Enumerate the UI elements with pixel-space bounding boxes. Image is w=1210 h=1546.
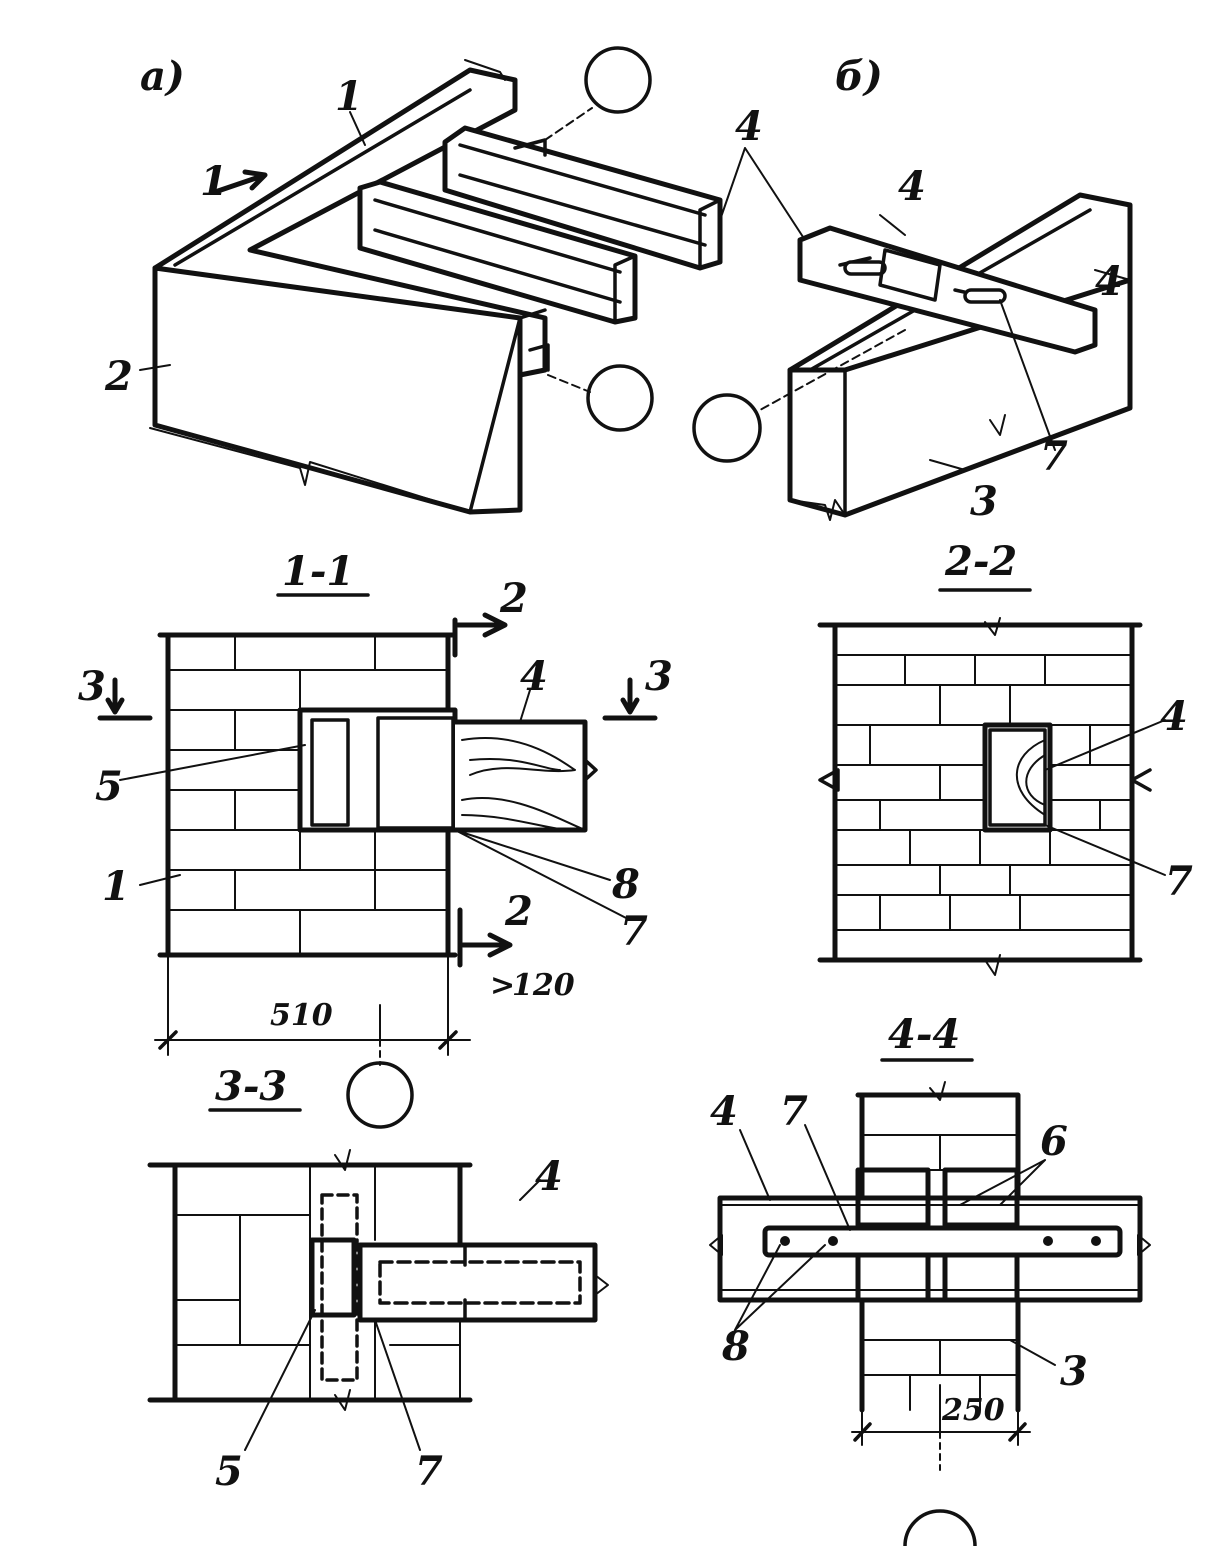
steel-channel (357, 1242, 598, 1323)
panel-label-a: а) (140, 53, 185, 100)
callout-8: 8 (721, 1323, 750, 1370)
cut-label-3: 3 (78, 663, 106, 710)
detail-circle (586, 364, 654, 432)
callout-7: 7 (780, 1088, 808, 1135)
dim-120: 120 (512, 968, 575, 1003)
cut-marker-3-left (97, 677, 153, 721)
callout-4: 4 (1095, 258, 1123, 305)
callout-4: 4 (898, 163, 926, 210)
section-2-2: 2-2 4 7 (817, 538, 1193, 976)
callout-4: 4 (1160, 693, 1188, 740)
section-title-2-2: 2-2 (944, 538, 1017, 585)
bolt (780, 1236, 790, 1246)
callout-3: 3 (970, 478, 998, 525)
beam-b (797, 225, 1098, 355)
cut-marker-2-bottom (457, 907, 513, 968)
brick-courses (834, 654, 1133, 931)
cut-marker-3-right (602, 677, 658, 721)
callout-5: 5 (215, 1448, 243, 1495)
callout-7: 7 (1040, 433, 1068, 480)
dim-250: 250 (941, 1393, 1005, 1428)
wall-top-edges (152, 67, 548, 378)
callout-7: 7 (415, 1448, 443, 1495)
dim-510: 510 (270, 998, 333, 1033)
cut-label-1: 1 (200, 158, 228, 205)
callout-4: 4 (535, 1153, 563, 1200)
cut-label-3: 3 (645, 653, 673, 700)
cut-marker-2-top (452, 612, 508, 658)
section-4-4: 4-4 4 7 6 8 3 250 (709, 1011, 1151, 1546)
section-1-1: 1-1 2 2 3 3 4 5 1 8 (78, 548, 673, 1129)
detail-circle (346, 1061, 414, 1129)
panel-a-isometric: а) 1 1 2 4 (104, 46, 806, 515)
detail-circle (903, 1509, 977, 1546)
panel-b-isometric: б) 4 4 7 3 (692, 53, 1133, 525)
insulation-block (309, 1237, 357, 1318)
detail-circle (584, 46, 652, 114)
connecting-plate (762, 1225, 1123, 1258)
beam-end-section (376, 716, 455, 830)
section-3-3: 3-3 4 5 7 (147, 1063, 609, 1495)
wall-top-line (173, 88, 472, 267)
cut-arrow-1 (212, 169, 268, 195)
callout-7: 7 (1165, 858, 1193, 905)
callout-8: 8 (611, 861, 640, 908)
insulation (310, 718, 350, 827)
callout-2: 2 (104, 353, 133, 400)
detail-circle (692, 393, 762, 463)
section-title-4-4: 4-4 (888, 1011, 960, 1058)
wall-front-face (152, 265, 523, 515)
wall-side (468, 308, 547, 514)
dim-arrow-120: > (490, 968, 515, 1003)
callout-6: 6 (1040, 1118, 1068, 1165)
cut-label-2: 2 (504, 888, 533, 935)
callout-7: 7 (620, 908, 648, 955)
wall-break-line (149, 427, 471, 513)
callout-3: 3 (1060, 1348, 1088, 1395)
bolt (1043, 1236, 1053, 1246)
beam-upper (442, 125, 723, 271)
callout-5: 5 (95, 763, 123, 810)
cut-label-2: 2 (499, 575, 528, 622)
joint-plate (878, 248, 942, 302)
section-title-1-1: 1-1 (282, 548, 354, 595)
callout-4: 4 (520, 653, 548, 700)
section-title-3-3: 3-3 (215, 1063, 287, 1110)
callout-1: 1 (335, 73, 363, 120)
callout-1: 1 (102, 863, 130, 910)
bolt (1091, 1236, 1101, 1246)
callout-4: 4 (710, 1088, 738, 1135)
callout-4: 4 (735, 103, 763, 150)
panel-label-b: б) (835, 53, 883, 100)
bolt (828, 1236, 838, 1246)
